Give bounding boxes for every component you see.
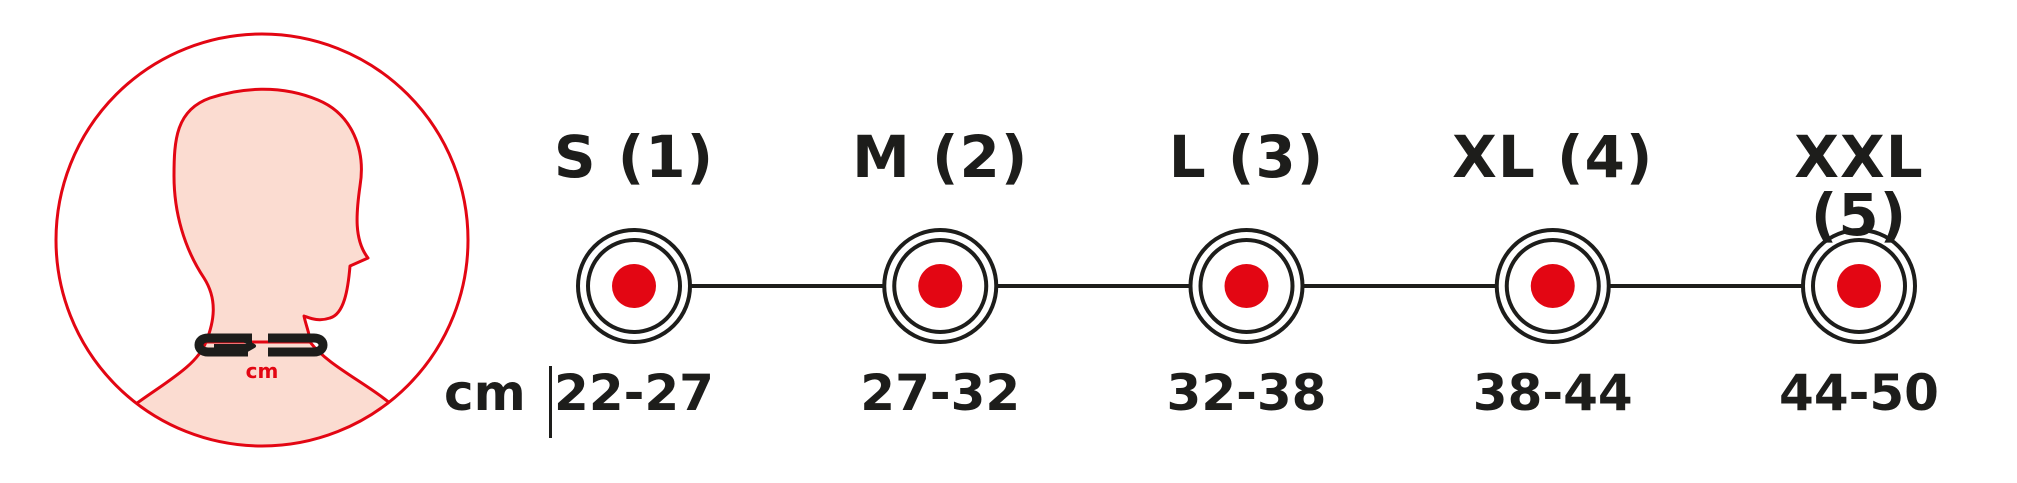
size-label: XXL (5) — [1794, 123, 1924, 249]
size-marker-inner-ring — [1198, 238, 1295, 334]
size-label: M (2) — [852, 123, 1029, 191]
measuring-tape-left — [194, 333, 252, 357]
size-label: XL (4) — [1452, 123, 1654, 191]
unit-divider — [549, 366, 552, 438]
size-marker — [576, 228, 692, 344]
measure-arrow-icon — [214, 336, 256, 356]
unit-label: cm — [444, 364, 526, 422]
size-marker — [1494, 228, 1611, 344]
size-label: L (3) — [1168, 123, 1325, 191]
measuring-tape-right — [268, 333, 328, 357]
size-marker-dot — [1224, 264, 1269, 308]
size-range-label: 22-27 — [554, 364, 714, 422]
head-silhouette — [172, 87, 370, 344]
size-marker-inner-ring — [1504, 238, 1601, 334]
size-range-label: 44-50 — [1779, 364, 1939, 422]
size-marker-dot — [1837, 264, 1881, 308]
size-range-label: 27-32 — [860, 364, 1021, 422]
size-range-label: 38-44 — [1472, 364, 1633, 422]
size-marker-inner-ring — [586, 238, 682, 334]
size-marker — [882, 228, 999, 344]
size-marker-dot — [918, 264, 963, 308]
illustration-circle — [54, 32, 470, 448]
shoulders-shape — [100, 342, 420, 446]
size-marker-inner-ring — [892, 238, 989, 334]
size-marker — [1801, 228, 1917, 344]
neck-unit-caption: cm — [246, 359, 279, 383]
size-range-label: 32-38 — [1166, 364, 1327, 422]
size-marker-dot — [612, 264, 656, 308]
size-marker — [1188, 228, 1305, 344]
size-markers — [576, 228, 1917, 344]
size-marker-dot — [1530, 264, 1575, 308]
size-marker-inner-ring — [1811, 238, 1907, 334]
size-label: S (1) — [553, 123, 715, 191]
